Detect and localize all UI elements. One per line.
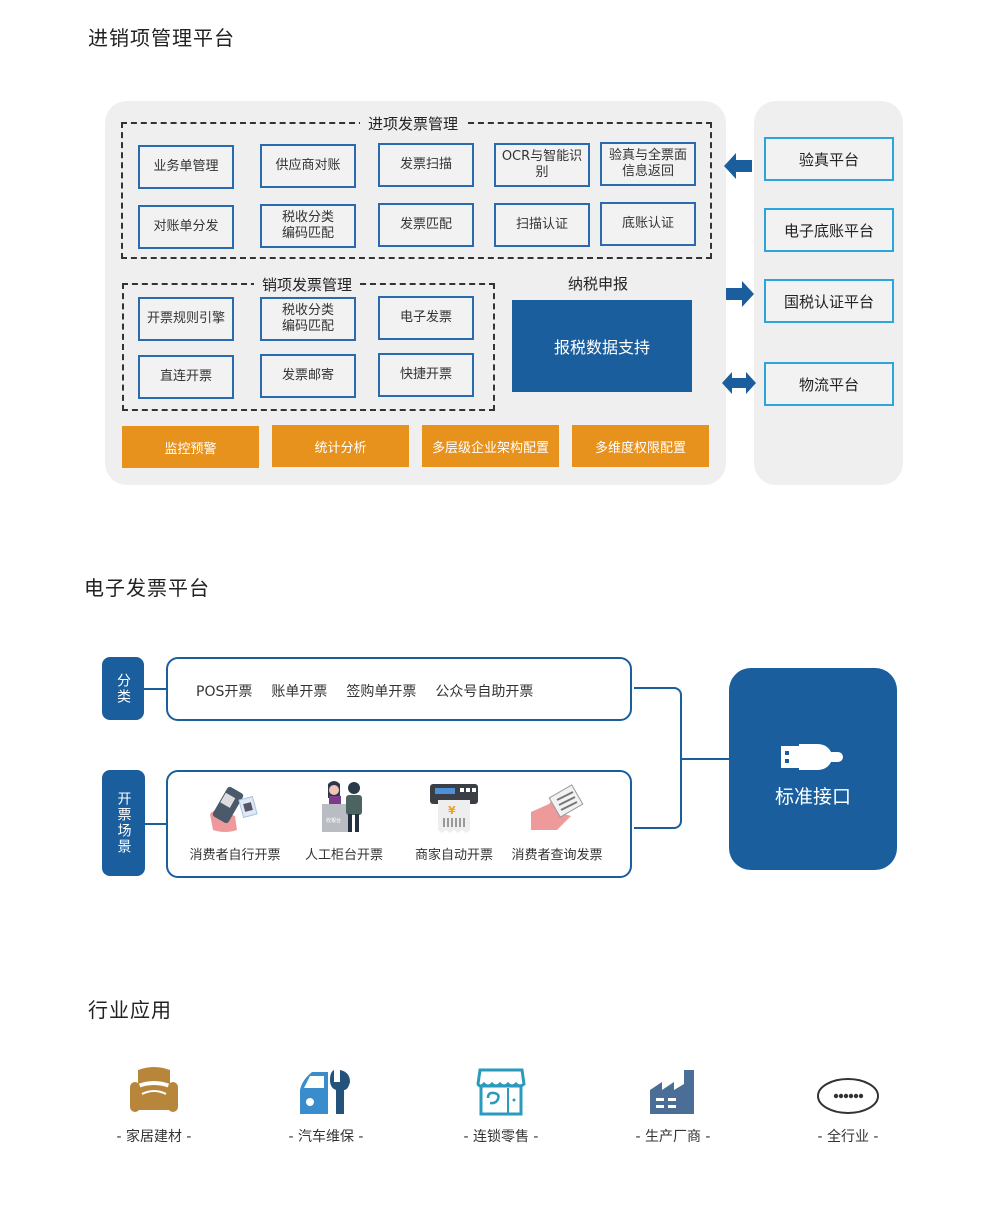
module-box[interactable]: 底账认证 [600, 202, 696, 246]
arrow-left-icon [724, 153, 752, 179]
module-box[interactable]: 发票匹配 [378, 203, 474, 247]
industry-label: - 连锁零售 - [463, 1129, 539, 1145]
sofa-icon [130, 1067, 178, 1112]
input-invoice-group-title: 进项发票管理 [360, 113, 467, 134]
module-box[interactable]: 发票邮寄 [260, 354, 356, 398]
industry-item[interactable]: - 家居建材 - [84, 1066, 224, 1146]
module-box[interactable]: 税收分类 编码匹配 [260, 297, 356, 341]
more-dots-icon [817, 1078, 879, 1114]
factory-icon [650, 1070, 694, 1114]
scene-item[interactable]: 消费者自行开票 [185, 778, 285, 863]
module-box[interactable]: 快捷开票 [378, 353, 474, 397]
arrow-both-icon [722, 372, 756, 394]
output-invoice-group-title: 销项发票管理 [254, 274, 361, 295]
module-box[interactable]: 供应商对账 [260, 144, 356, 188]
industry-item[interactable]: - 连锁零售 - [431, 1066, 571, 1146]
category-item[interactable]: 公众号自助开票 [435, 684, 534, 700]
section-title-industries: 行业应用 [88, 998, 172, 1022]
feature-monitoring[interactable]: 监控预警 [122, 426, 259, 468]
industry-item[interactable]: - 生产厂商 - [603, 1066, 743, 1146]
arrow-right-icon [726, 281, 754, 307]
counter-cashier-icon: 收银台 [322, 781, 362, 832]
car-wrench-icon [300, 1070, 350, 1114]
scene-tag: 开票场景 [102, 770, 145, 876]
module-box[interactable]: 业务单管理 [138, 145, 234, 189]
industry-label: - 家居建材 - [116, 1129, 192, 1145]
hand-receipt-icon [531, 784, 584, 830]
module-box[interactable]: 发票扫描 [378, 143, 474, 187]
module-box[interactable]: 对账单分发 [138, 205, 234, 249]
industry-label: - 生产厂商 - [635, 1129, 711, 1145]
scene-item[interactable]: 消费者查询发票 [507, 778, 607, 863]
module-box[interactable]: 直连开票 [138, 355, 234, 399]
connector-line [145, 823, 166, 825]
tax-declaration-title: 纳税申报 [568, 275, 629, 293]
section-title-e-invoice: 电子发票平台 [84, 576, 210, 600]
scene-item[interactable]: 收银台 人工柜台开票 [294, 778, 394, 863]
module-box[interactable]: 电子发票 [378, 296, 474, 340]
module-box[interactable]: 税收分类 编码匹配 [260, 204, 356, 248]
bracket-connector [672, 687, 682, 829]
receipt-printer-icon: ¥ [430, 784, 478, 833]
external-platform-ledger[interactable]: 电子底账平台 [764, 208, 894, 252]
scene-label: 人工柜台开票 [304, 848, 383, 863]
standard-interface-box[interactable]: 标准接口 [729, 668, 897, 870]
yen-text: ¥ [448, 804, 456, 817]
scene-label: 消费者自行开票 [189, 848, 281, 863]
feature-permission-config[interactable]: 多维度权限配置 [572, 425, 709, 467]
usb-plug-icon [781, 744, 843, 770]
industry-item[interactable]: - 汽车维保 - [256, 1066, 396, 1146]
module-box[interactable]: 扫描认证 [494, 203, 590, 247]
connector-line [634, 687, 674, 689]
connector-line [634, 827, 674, 829]
category-item[interactable]: 账单开票 [271, 684, 328, 700]
external-platform-verify[interactable]: 验真平台 [764, 137, 894, 181]
storefront-icon [476, 1068, 526, 1116]
external-platform-logistics[interactable]: 物流平台 [764, 362, 894, 406]
tax-data-support-box[interactable]: 报税数据支持 [512, 300, 692, 392]
module-box[interactable]: 验真与全票面 信息返回 [600, 142, 696, 186]
scene-label: 商家自动开票 [414, 848, 493, 863]
external-platform-tax-auth[interactable]: 国税认证平台 [764, 279, 894, 323]
industry-label: - 全行业 - [817, 1129, 879, 1145]
scene-item[interactable]: ¥ 商家自动开票 [404, 778, 504, 863]
category-box: POS开票 账单开票 签购单开票 公众号自助开票 [166, 657, 632, 721]
standard-interface-label: 标准接口 [774, 786, 851, 808]
category-tag: 分类 [102, 657, 144, 720]
industry-item[interactable]: - 全行业 - [778, 1066, 918, 1146]
feature-org-config[interactable]: 多层级企业架构配置 [422, 425, 559, 467]
feature-statistics[interactable]: 统计分析 [272, 425, 409, 467]
phone-qr-scan-icon [210, 786, 258, 832]
module-box[interactable]: 开票规则引擎 [138, 297, 234, 341]
category-item[interactable]: POS开票 [196, 684, 253, 700]
scene-label: 消费者查询发票 [511, 848, 603, 863]
module-box[interactable]: OCR与智能识别 [494, 143, 590, 187]
section-title-invoice-management: 进销项管理平台 [88, 26, 235, 50]
category-item[interactable]: 签购单开票 [346, 684, 417, 700]
industry-label: - 汽车维保 - [288, 1129, 364, 1145]
connector-line [682, 758, 729, 760]
connector-line [144, 688, 166, 690]
counter-text: 收银台 [326, 817, 341, 824]
